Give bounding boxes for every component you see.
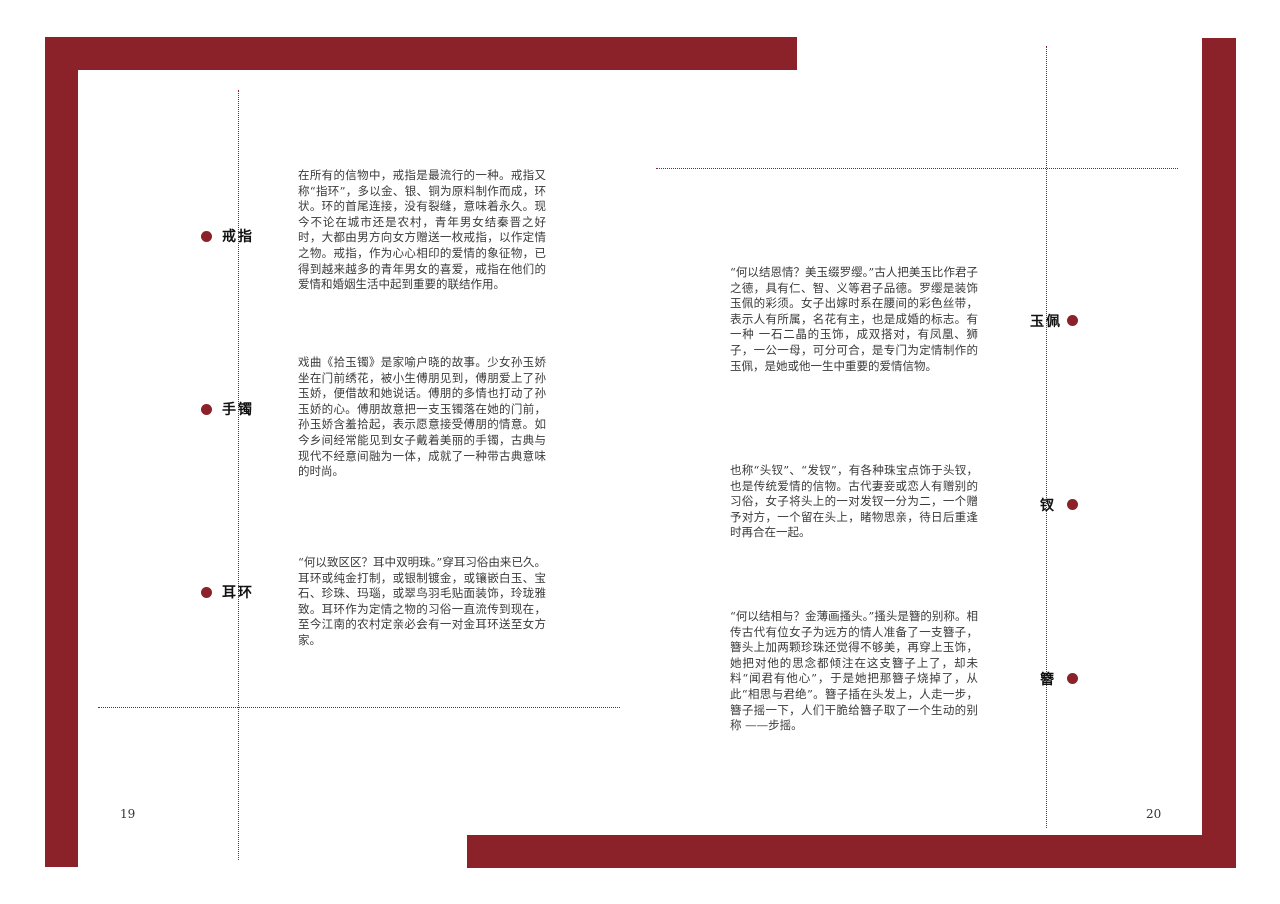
term-bracelet: 手镯 [222,402,254,418]
bullet-dot [1067,673,1078,684]
page-number: 19 [120,807,136,821]
right-horizontal-guide [656,168,1178,169]
left-vertical-guide [238,90,239,860]
term-earring: 耳环 [222,585,254,601]
bullet-dot [1067,315,1078,326]
left-side-band [45,37,78,867]
bullet-dot [201,587,212,598]
right-vertical-guide [1046,46,1047,828]
paragraph-hairpin-zan: “何以结相与？金薄画搔头。”搔头是簪的别称。相传古代有位女子为远方的情人准备了一… [730,609,978,733]
paragraph-earring: “何以致区区？耳中双明珠。”穿耳习俗由来已久。耳环或纯金打制，或银制镀金，或镶嵌… [298,555,546,647]
page-number: 20 [1146,807,1162,821]
bullet-dot [201,231,212,242]
term-jade-pendant: 玉佩 [1030,314,1062,330]
left-horizontal-guide [98,707,620,708]
bullet-dot [1067,499,1078,510]
right-bottom-band [467,835,1236,868]
left-top-band [45,37,797,70]
bullet-dot [201,404,212,415]
paragraph-jade-pendant: “何以结恩情？美玉缀罗缨。”古人把美玉比作君子之德，具有仁、智、义等君子品德。罗… [730,265,978,373]
paragraph-hairpin-chai: 也称“头钗”、“发钗”，有各种珠宝点饰于头钗，也是传统爱情的信物。古代妻妾或恋人… [730,463,978,540]
term-hairpin-chai: 钗 [1040,498,1056,514]
paragraph-bracelet: 戏曲《拾玉镯》是家喻户晓的故事。少女孙玉娇坐在门前绣花，被小生傅朋见到，傅朋爱上… [298,355,546,479]
right-side-band [1202,38,1236,868]
term-hairpin-zan: 簪 [1040,672,1056,688]
paragraph-ring: 在所有的信物中，戒指是最流行的一种。戒指又称“指环”，多以金、银、铜为原料制作而… [298,168,546,292]
term-ring: 戒指 [222,229,254,245]
